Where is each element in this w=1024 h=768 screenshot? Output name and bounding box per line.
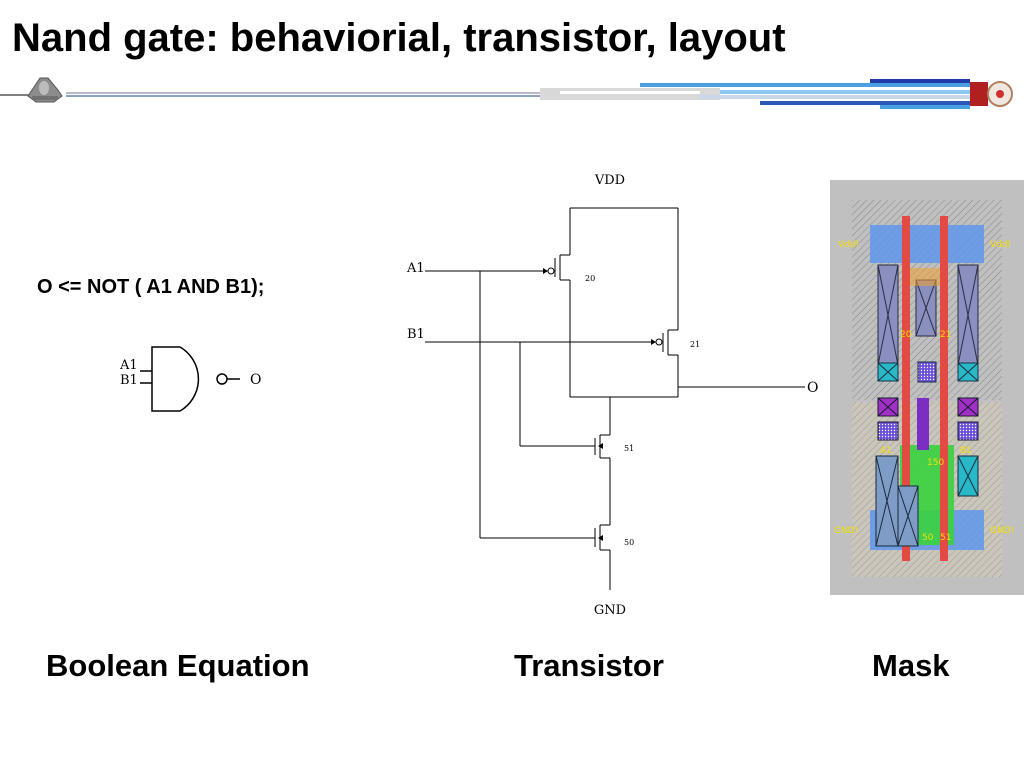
mask-layout: Vdd! Vdd! GND! GND! A1 B1 20 21 150 50 5… [830, 180, 1024, 595]
caption-boolean: Boolean Equation [46, 648, 310, 683]
transistor-21-label: 21 [690, 340, 700, 349]
gnd-label: GND [594, 603, 626, 618]
input-a1-label: A1 [406, 261, 425, 276]
mask-p21-label: 21 [940, 330, 951, 340]
transistor-51-label: 51 [624, 444, 634, 453]
output-o-label: O [807, 380, 818, 396]
boolean-equation: O <= NOT ( A1 AND B1); [37, 276, 265, 298]
slide-title: Nand gate: behaviorial, transistor, layo… [12, 16, 786, 60]
title-banner [0, 77, 1013, 109]
mask-n150-label: 150 [927, 458, 944, 468]
input-b1-label: B1 [407, 327, 425, 342]
mask-p20-label: 20 [900, 330, 912, 340]
nand-gate-symbol: A1 B1 O [119, 346, 261, 412]
mask-n51-label: 51 [940, 533, 951, 543]
caption-mask: Mask [872, 648, 950, 683]
mask-gnd-right-label: GND! [990, 526, 1014, 536]
gate-output-label: O [250, 372, 261, 388]
mask-vdd-left-label: Vdd! [838, 240, 859, 250]
mask-n50-label: 50 [922, 533, 934, 543]
gate-input-a-label: A1 [119, 358, 138, 373]
transistor-20-label: 20 [585, 274, 595, 283]
starship-icon [27, 77, 63, 103]
mask-input-a1-label: A1 [880, 446, 892, 456]
mask-input-b1-label: B1 [960, 446, 972, 456]
mask-gnd-left-label: GND! [834, 526, 858, 536]
caption-transistor: Transistor [514, 648, 664, 683]
gate-input-b-label: B1 [120, 373, 138, 388]
transistor-50-label: 50 [624, 538, 634, 547]
starship-nacelle-icon [970, 81, 1013, 107]
transistor-schematic: VDD GND A1 B1 O 20 21 51 50 [406, 173, 818, 618]
vdd-label: VDD [594, 173, 625, 188]
mask-vdd-right-label: Vdd! [990, 240, 1011, 250]
